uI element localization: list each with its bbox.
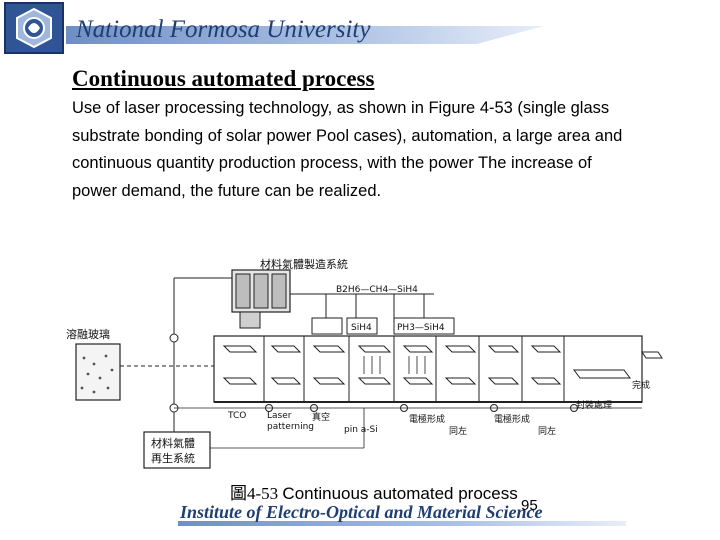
footer-accent-line	[178, 521, 626, 526]
electrode-label-1: 電極形成	[409, 413, 445, 425]
recycle-label-line1: 材料氣體	[151, 436, 195, 450]
figure-caption-text: Continuous automated process	[282, 484, 518, 503]
figure-number: 圖4-53	[230, 484, 279, 503]
seal-label: 封裝處理	[576, 399, 612, 411]
laser-label-line2: patterning	[267, 422, 314, 432]
header-accent-bar	[66, 26, 544, 44]
slide-title: Continuous automated process	[72, 66, 375, 91]
molten-glass-label: 溶融玻璃	[66, 327, 110, 341]
same-label-1: 同左	[449, 425, 467, 437]
recycle-label-line2: 再生系統	[151, 451, 195, 465]
vacuum-label: 真空	[312, 411, 330, 423]
gas-formula-label: B2H6—CH4—SiH4	[336, 285, 418, 295]
same-label-2: 同左	[538, 425, 556, 437]
figure-caption: 圖4-53 Continuous automated process	[230, 479, 518, 504]
tco-label: TCO	[227, 411, 246, 421]
electrode-label-2: 電極形成	[494, 413, 530, 425]
process-diagram-svg: 材料氣體製造系統 B2H6—CH4—SiH4 SiH4 PH3—SiH4 溶融玻…	[66, 257, 663, 469]
done-label: 完成	[632, 379, 650, 391]
university-logo	[4, 2, 64, 54]
gas-manufacturing-machine	[231, 269, 291, 329]
slide-body-text: Use of laser processing technology, as s…	[72, 99, 623, 200]
ph3-label: PH3—SiH4	[397, 323, 445, 333]
laser-label-line1: Laser	[267, 411, 292, 421]
gas-system-label: 材料氣體製造系統	[260, 257, 348, 271]
university-name: National Formosa University	[76, 16, 371, 43]
page-number: 95	[521, 497, 538, 514]
institute-name: Institute of Electro-Optical and Materia…	[180, 502, 543, 522]
process-diagram: 材料氣體製造系統 B2H6—CH4—SiH4 SiH4 PH3—SiH4 溶融玻…	[64, 248, 664, 480]
pin-label: pin a-Si	[344, 425, 378, 435]
sih4-label: SiH4	[351, 323, 372, 333]
